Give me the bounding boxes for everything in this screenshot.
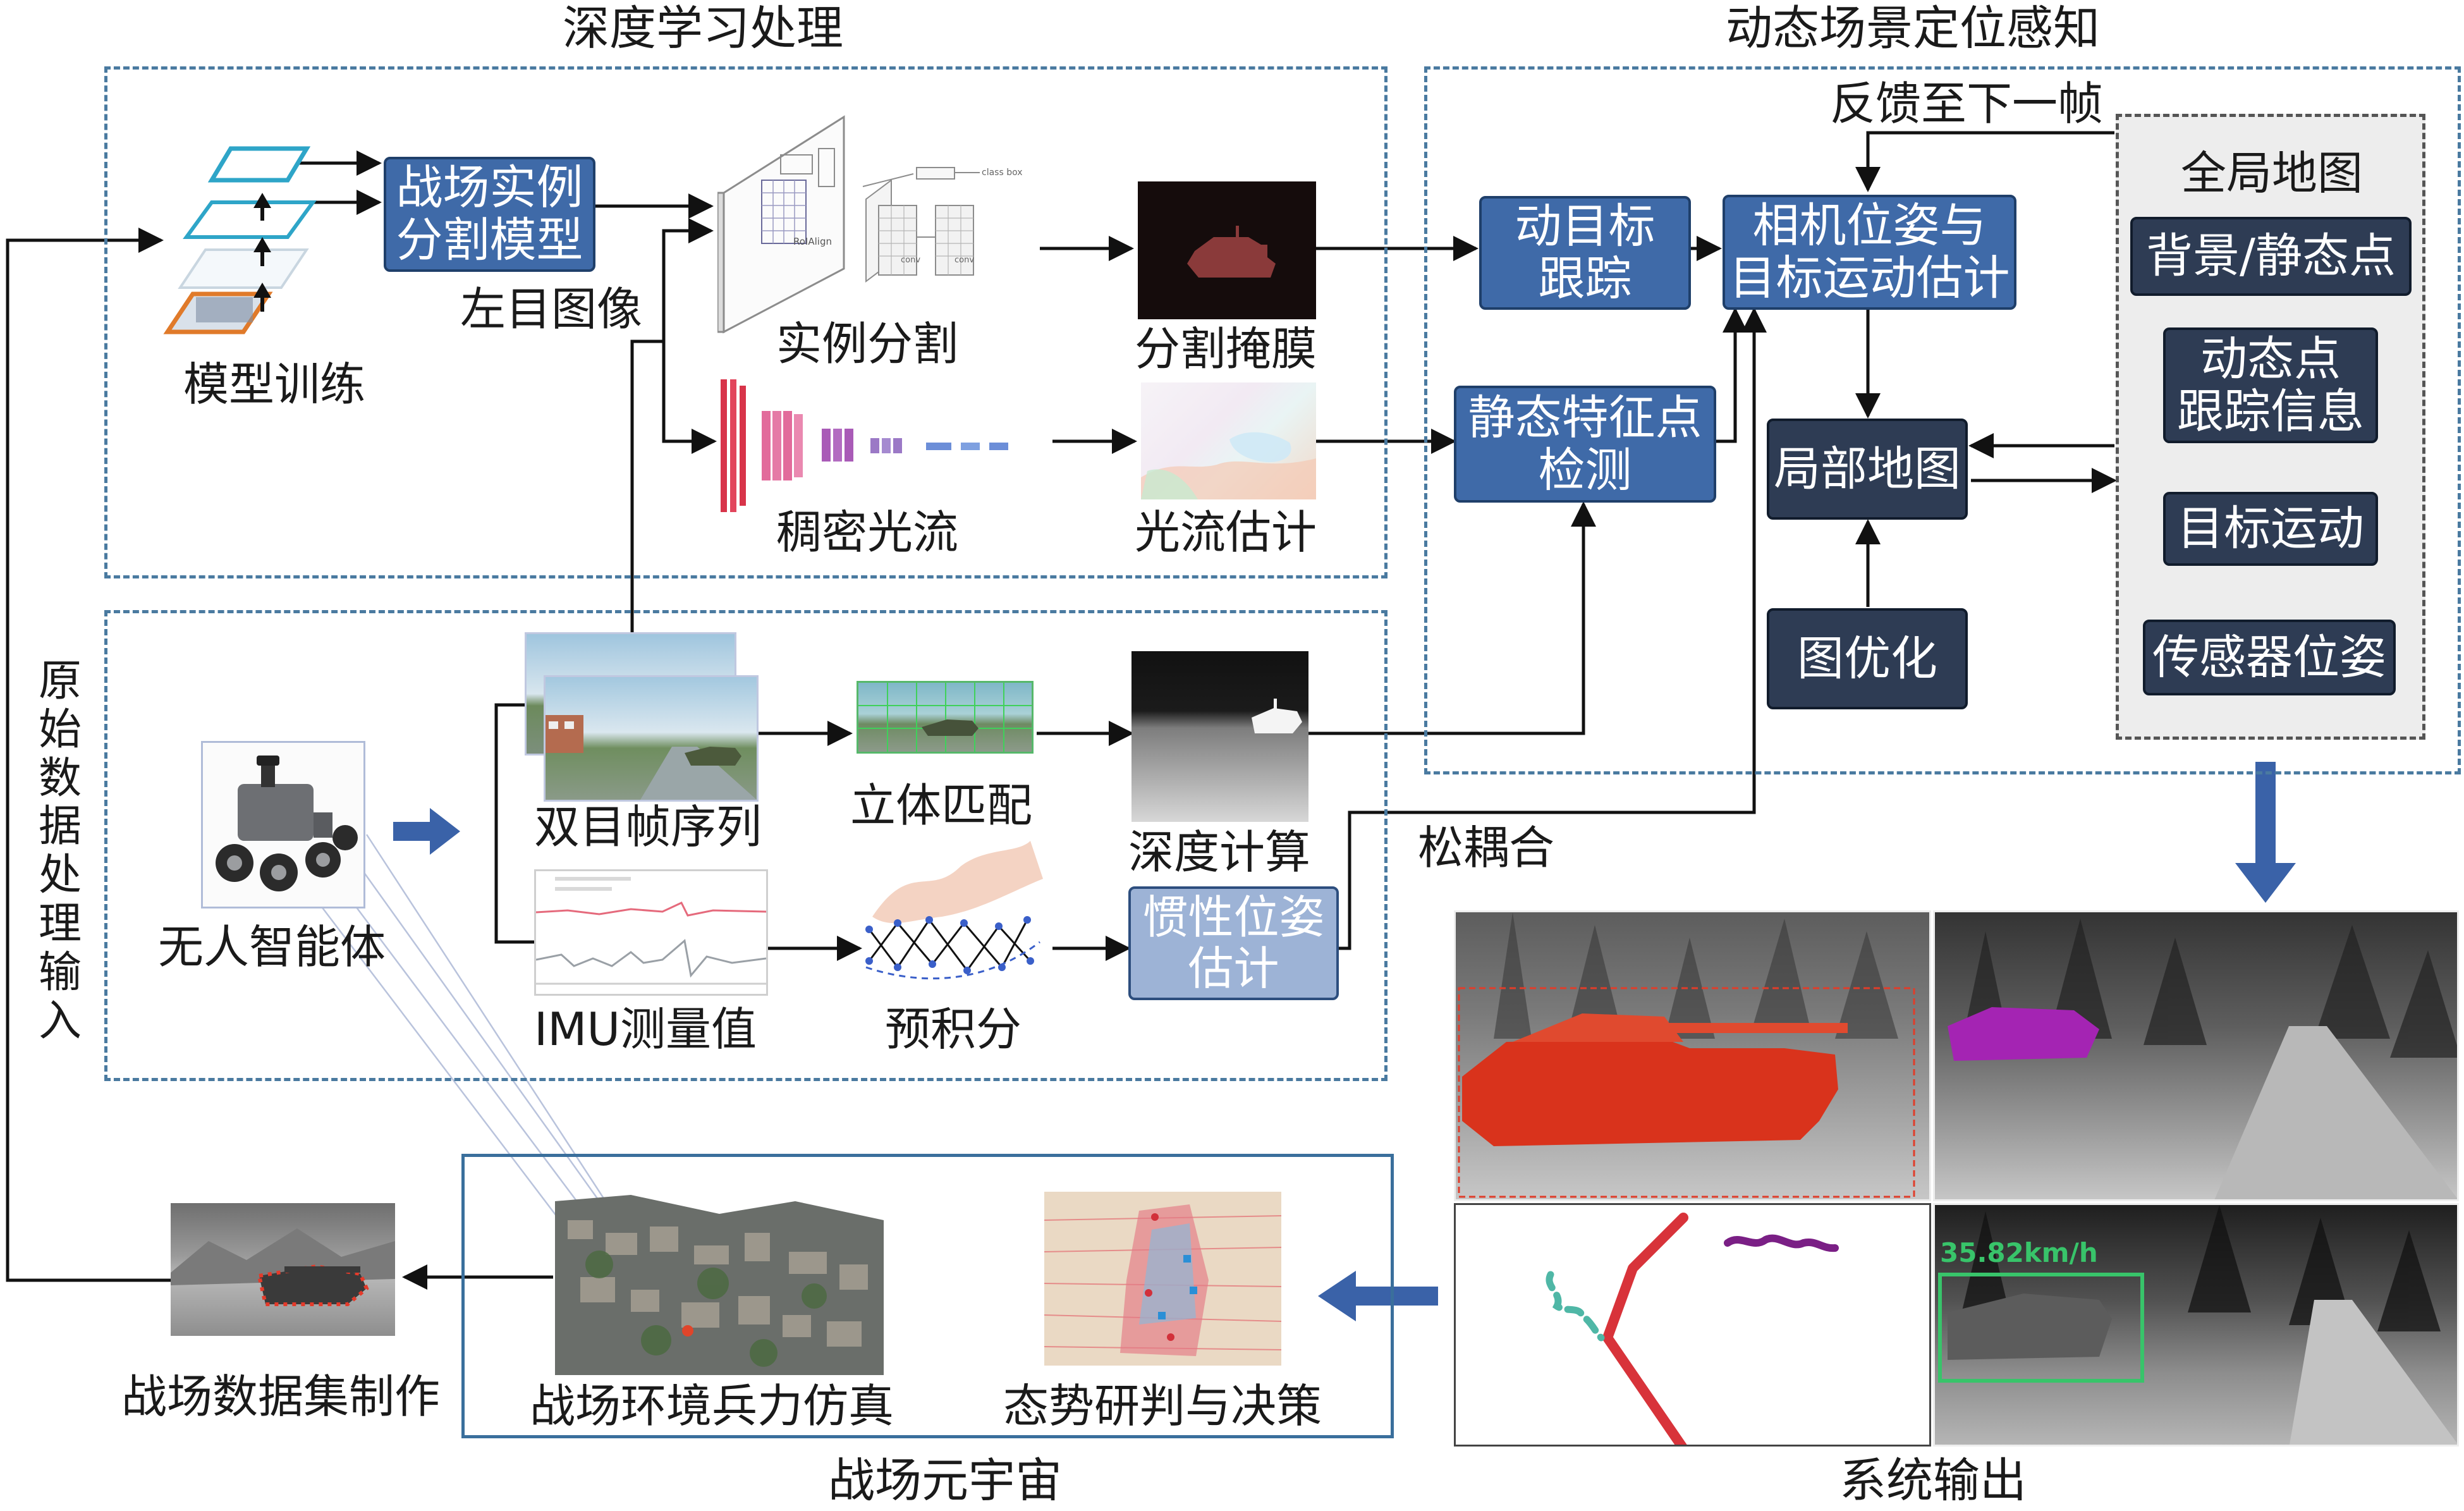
training-stack-icon bbox=[161, 142, 363, 351]
flow-est-image bbox=[1141, 382, 1316, 499]
global-map-title: 全局地图 bbox=[2181, 147, 2363, 200]
output-frame-trajectory bbox=[1454, 1203, 1931, 1447]
dense-flow-label: 稠密光流 bbox=[776, 506, 959, 559]
robot-image bbox=[201, 741, 365, 908]
left-image-label: 左目图像 bbox=[460, 283, 643, 336]
loose-coupling-label: 松耦合 bbox=[1418, 821, 1555, 874]
static-feature-box: 静态特征点 检测 bbox=[1454, 386, 1716, 503]
conv-text-1: conv bbox=[901, 255, 920, 265]
instance-seg-label: 实例分割 bbox=[776, 317, 959, 370]
flow-est-label: 光流估计 bbox=[1135, 506, 1317, 559]
output-frame-detection: 35.82km/h bbox=[1933, 1203, 2459, 1447]
local-map-box: 局部地图 bbox=[1767, 419, 1968, 520]
dl-section-title: 深度学习处理 bbox=[563, 1, 843, 56]
seg-mask-image bbox=[1138, 181, 1316, 319]
metaverse-section-title: 战场元宇宙 bbox=[828, 1453, 1062, 1508]
slam-section-title: 动态场景定位感知 bbox=[1726, 1, 2100, 56]
pose-estimation-box: 相机位姿与 目标运动估计 bbox=[1723, 195, 2016, 310]
feedback-label: 反馈至下一帧 bbox=[1830, 77, 2104, 130]
class-box-text: class box bbox=[982, 168, 1023, 178]
depth-image bbox=[1131, 651, 1308, 822]
sensor-region bbox=[104, 610, 1388, 1081]
imu-label: IMU测量值 bbox=[534, 1003, 757, 1056]
depth-calc-label: 深度计算 bbox=[1128, 826, 1311, 879]
roialign-text: RoIAlign bbox=[793, 236, 832, 247]
global-map-item-sensor: 传感器位姿 bbox=[2143, 620, 2396, 695]
moving-tracking-box: 动目标 跟踪 bbox=[1479, 196, 1691, 310]
situation-image bbox=[1044, 1192, 1281, 1366]
output-frame-pointcloud bbox=[1933, 910, 2459, 1201]
preintegration-label: 预积分 bbox=[885, 1003, 1022, 1056]
dense-flow-network bbox=[717, 379, 1046, 512]
raw-input-label: 原始数据处理输入 bbox=[38, 656, 82, 1046]
output-section-title: 系统输出 bbox=[1839, 1453, 2027, 1508]
stereo-seq-label: 双目帧序列 bbox=[534, 800, 762, 853]
stereo-frame-front bbox=[544, 675, 759, 802]
stereo-match-label: 立体匹配 bbox=[850, 779, 1033, 832]
metaverse-region bbox=[461, 1154, 1394, 1438]
global-map-item-dynamic: 动态点 跟踪信息 bbox=[2163, 327, 2378, 443]
env-sim-label: 战场环境兵力仿真 bbox=[530, 1379, 894, 1433]
inertial-pose-box: 惯性位姿 估计 bbox=[1128, 886, 1339, 1000]
slam-region bbox=[1424, 66, 2461, 774]
dataset-image bbox=[171, 1203, 395, 1336]
big-arrows bbox=[393, 762, 2296, 1321]
global-map-item-background: 背景/静态点 bbox=[2130, 217, 2412, 296]
model-training-label: 模型训练 bbox=[183, 358, 366, 411]
deep-learning-region bbox=[104, 66, 1388, 578]
preintegration-graph bbox=[860, 841, 1049, 983]
graph-opt-box: 图优化 bbox=[1767, 608, 1968, 709]
stereo-match-image bbox=[857, 681, 1034, 754]
speed-readout: 35.82km/h bbox=[1940, 1237, 2098, 1268]
unmanned-agent-label: 无人智能体 bbox=[158, 921, 386, 974]
city-sim-image bbox=[555, 1195, 884, 1375]
global-map-item-motion: 目标运动 bbox=[2163, 492, 2378, 566]
situation-label: 态势研判与决策 bbox=[1003, 1379, 1322, 1433]
seg-mask-label: 分割掩膜 bbox=[1135, 322, 1317, 376]
conv-text-2: conv bbox=[954, 255, 974, 265]
output-frame-segmentation bbox=[1454, 910, 1931, 1201]
imu-plot bbox=[534, 869, 768, 996]
seg-model-box: 战场实例 分割模型 bbox=[384, 157, 595, 272]
dataset-label: 战场数据集制作 bbox=[121, 1370, 441, 1423]
instance-seg-network: RoIAlign conv conv class box bbox=[717, 104, 1046, 341]
